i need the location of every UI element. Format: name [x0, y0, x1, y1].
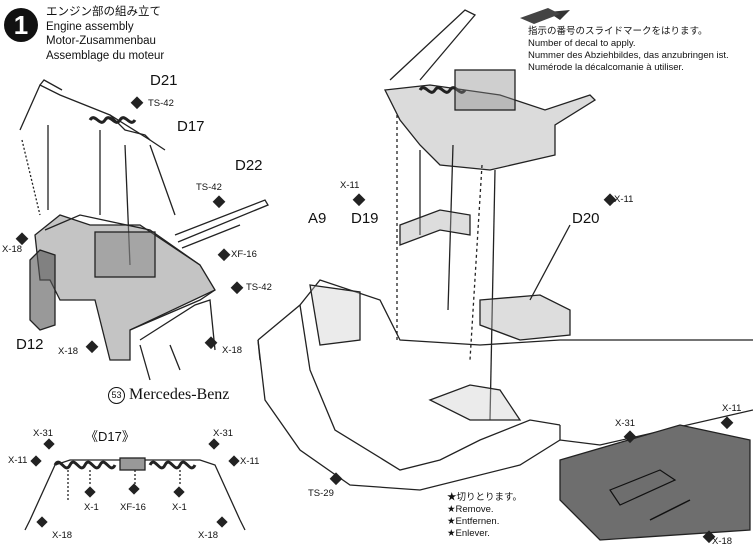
- decal-note-de: Nummer des Abziehbildes, das anzubringen…: [528, 50, 729, 61]
- decal-x18-d: X-18: [712, 536, 733, 547]
- decal-x31-c: X-31: [213, 428, 234, 439]
- part-label-d17-detail: 《D17》: [85, 429, 135, 444]
- decal-arrow-icon: [520, 8, 570, 24]
- part-label-d12: D12: [16, 336, 44, 353]
- title-en: Engine assembly: [46, 20, 134, 33]
- decal-x18-f: X-18: [198, 530, 219, 541]
- title-fr: Assemblage du moteur: [46, 49, 165, 62]
- decal-x11-e: X-11: [240, 456, 260, 467]
- decal-markers-d17: [30, 438, 240, 528]
- d17-detail-drawing: [24, 457, 246, 531]
- decal-xf16-b: XF-16: [120, 502, 146, 513]
- decal-x11-c: X-11: [722, 403, 742, 414]
- part-label-a9: A9: [308, 210, 327, 227]
- decal-x18-b: X-18: [58, 346, 79, 357]
- part-label-d22: D22: [235, 157, 263, 174]
- remove-de: ★Entfernen.: [447, 516, 500, 527]
- part-label-d17: D17: [177, 118, 205, 135]
- decal-x31-a: X-31: [615, 418, 636, 429]
- decal-x18-c: X-18: [222, 345, 243, 356]
- decal-x31-b: X-31: [33, 428, 54, 439]
- remove-en: ★Remove.: [447, 504, 494, 515]
- remove-note: ★切りとります。 ★Remove. ★Entfernen. ★Enlever.: [447, 492, 522, 540]
- decal-ts42-a: TS-42: [148, 98, 174, 109]
- step-number-badge: 1: [4, 8, 38, 42]
- decal-x1-a: X-1: [84, 502, 99, 513]
- remove-jp: ★切りとります。: [447, 492, 523, 503]
- decal-x11-b: X-11: [614, 194, 634, 205]
- decal-x11-d: X-11: [8, 455, 28, 466]
- decal-x11-a: X-11: [340, 180, 360, 191]
- part-label-d19: D19: [351, 210, 379, 227]
- decal-x18-e: X-18: [52, 530, 73, 541]
- decal-x1-b: X-1: [172, 502, 187, 513]
- brand-name: Mercedes-Benz: [129, 386, 230, 403]
- remove-fr: ★Enlever.: [447, 528, 490, 539]
- brand-number: 53: [108, 386, 125, 404]
- left-engine-drawing: [19, 79, 269, 381]
- right-chassis-drawing: [257, 9, 753, 491]
- decal-note-jp: 指示の番号のスライドマークをはります。: [528, 26, 708, 37]
- decal-note-fr: Numérode la décalcomanie à utiliser.: [528, 62, 684, 73]
- title-de: Motor-Zusammenbau: [46, 35, 156, 47]
- decal-note: 指示の番号のスライドマークをはります。 Number of decal to a…: [528, 26, 743, 74]
- decal-xf16-a: XF-16: [231, 249, 257, 260]
- decal-ts29: TS-29: [308, 488, 334, 499]
- decal-note-en: Number of decal to apply.: [528, 38, 636, 49]
- decal-x18-a: X-18: [2, 244, 23, 255]
- inset-detail: [559, 424, 751, 541]
- decal-ts42-c: TS-42: [246, 282, 272, 293]
- part-label-d20: D20: [572, 210, 600, 227]
- part-label-d21: D21: [150, 72, 178, 89]
- decal-ts42-b: TS-42: [196, 182, 222, 193]
- title-jp: エンジン部の組み立て: [46, 6, 161, 18]
- step-title: エンジン部の組み立て Engine assembly Motor-Zusamme…: [46, 5, 164, 63]
